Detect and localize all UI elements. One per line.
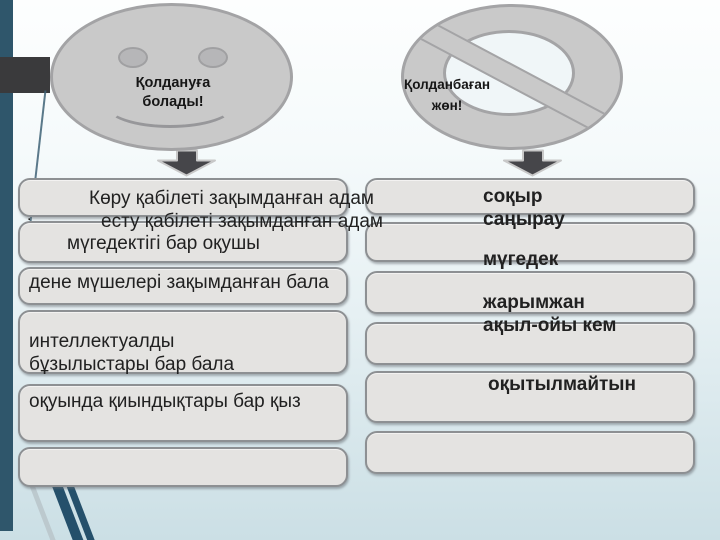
smiley-eye-left: [118, 47, 148, 68]
allowed-bubble-line1: Қолдануға: [135, 75, 211, 91]
banned-bubble-label: Қолданбаған жөн!: [394, 74, 500, 116]
banned-term-2: саңырау: [483, 209, 565, 230]
banned-box-1: [365, 178, 695, 215]
smiley-face-icon: [50, 3, 293, 151]
allowed-term-2: дене мүшелері зақымданған бала: [29, 272, 329, 293]
allowed-box-1: [18, 178, 348, 217]
allowed-box-2: [18, 221, 348, 263]
dark-corner-block: [0, 57, 50, 93]
banned-bubble-line1: Қолданбаған: [403, 77, 491, 92]
smiley-eye-right: [198, 47, 228, 68]
allowed-box-5: [18, 384, 348, 442]
allowed-term-4: оқуында қиындықтары бар қыз: [29, 391, 301, 412]
allowed-box-3: [18, 267, 348, 305]
smiley-mouth: [105, 82, 235, 128]
allowed-term-1-bullet: .: [27, 207, 32, 224]
banned-term-3: мүгедек: [483, 249, 559, 270]
allowed-term-1-line1: Көру қабілеті зақымданған адам: [89, 188, 374, 209]
prohibition-icon: [401, 4, 623, 150]
banned-term-5: ақыл-ойы кем: [483, 315, 617, 336]
allowed-bubble-line2: болады!: [142, 94, 204, 110]
allowed-term-3: интеллектуалды бұзылыстары бар бала: [29, 331, 235, 375]
banned-bubble-line2: жөн!: [431, 98, 463, 113]
allowed-box-4: [18, 310, 348, 374]
banned-box-5: [365, 371, 695, 423]
down-arrow-icon-left: [157, 149, 216, 177]
banned-box-2: [365, 222, 695, 262]
allowed-term-1-line3: мүгедектігі бар оқушы: [67, 233, 260, 254]
banned-term-1: соқыр: [483, 186, 543, 207]
allowed-box-6: [18, 447, 348, 487]
banned-box-4: [365, 322, 695, 365]
banned-box-6: [365, 431, 695, 474]
left-accent-bar: [0, 0, 13, 531]
allowed-bubble-label: Қолдануға болады!: [103, 74, 243, 112]
down-arrow-icon-right: [503, 149, 562, 177]
allowed-term-1-line2: есту қабілеті зақымданған адам: [101, 211, 383, 232]
banned-term-6: оқытылмайтын: [488, 374, 637, 395]
banned-box-3: [365, 271, 695, 314]
banned-term-4: жарымжан: [483, 292, 585, 313]
